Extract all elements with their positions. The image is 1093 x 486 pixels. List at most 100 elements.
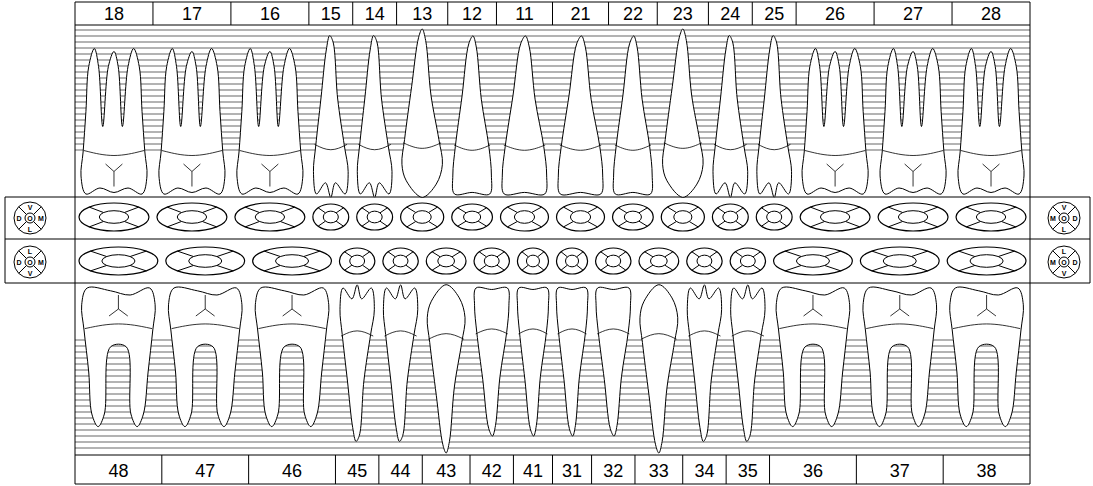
occlusal-outline xyxy=(947,247,1026,275)
surface-divider xyxy=(479,252,486,257)
orientation-divider xyxy=(1068,222,1076,230)
tooth-number: 44 xyxy=(391,462,411,480)
surface-divider xyxy=(345,252,352,257)
surface-divider xyxy=(689,221,698,226)
measure-line xyxy=(75,424,1030,425)
surface-divider xyxy=(762,221,769,226)
surface-divider xyxy=(785,265,801,270)
surface-divider xyxy=(336,208,343,213)
fissure-line xyxy=(192,164,200,172)
surface-letter: L xyxy=(28,226,32,233)
cervical-line xyxy=(883,151,943,156)
surface-divider xyxy=(618,221,626,226)
fissure-line xyxy=(835,164,843,172)
tooth-outline xyxy=(950,287,1024,427)
cervical-line xyxy=(758,144,790,149)
fissure-line xyxy=(905,164,913,172)
tooth-number: 37 xyxy=(890,462,910,480)
fissure-line xyxy=(184,164,192,172)
occlusal-outline xyxy=(596,248,631,274)
measure-line xyxy=(75,42,1030,43)
tooth-number: 27 xyxy=(903,5,923,23)
surface-letter: L xyxy=(1062,226,1066,233)
surface-letter: M xyxy=(38,259,44,266)
tooth-number: 18 xyxy=(104,5,124,23)
orientation-circle xyxy=(1048,202,1080,234)
surface-divider xyxy=(406,265,413,270)
occlusal-surface xyxy=(796,255,829,268)
surface-divider xyxy=(689,207,698,212)
fissure-line xyxy=(196,309,205,316)
surface-divider xyxy=(130,251,146,256)
surface-divider xyxy=(318,208,325,213)
fissure-line xyxy=(913,164,921,172)
cervical-line xyxy=(84,151,144,156)
fissure-line xyxy=(835,172,836,187)
orientation-divider xyxy=(1068,207,1076,215)
cervical-line xyxy=(85,324,152,329)
grid-line xyxy=(161,455,162,484)
surface-divider xyxy=(167,207,181,212)
cervical-line xyxy=(454,145,490,150)
surface-divider xyxy=(911,251,927,256)
surface-divider xyxy=(91,265,107,270)
surface-divider xyxy=(1001,221,1015,226)
surface-letter: D xyxy=(16,259,21,266)
tooth-number: 24 xyxy=(720,5,740,23)
occlusal-surface xyxy=(767,211,782,223)
tooth-outline xyxy=(168,287,242,427)
orientation-divider xyxy=(19,222,27,230)
surface-divider xyxy=(735,265,742,270)
fissure-line xyxy=(118,295,119,309)
tooth-number: 34 xyxy=(694,462,714,480)
surface-divider xyxy=(497,265,504,270)
surface-divider xyxy=(564,221,574,226)
surface-divider xyxy=(429,207,438,212)
orientation-divider xyxy=(1053,207,1061,215)
grid-line xyxy=(422,455,423,484)
grid-line xyxy=(796,2,797,25)
cervical-line xyxy=(428,334,463,340)
surface-divider xyxy=(718,221,725,226)
surface-divider xyxy=(845,207,859,212)
cervical-line xyxy=(732,331,764,336)
occlusal-outline xyxy=(79,247,158,275)
occlusal-outline xyxy=(557,203,605,231)
surface-divider xyxy=(538,265,544,270)
occlusal-surface xyxy=(651,255,668,267)
orientation-divider xyxy=(19,207,27,215)
occlusal-outline xyxy=(517,248,548,274)
lower-teeth xyxy=(82,285,1024,453)
occlusal-outline xyxy=(687,248,722,274)
tooth-number: 32 xyxy=(603,462,623,480)
surface-divider xyxy=(264,251,280,256)
tooth-number: 28 xyxy=(981,5,1001,23)
surface-divider xyxy=(167,221,181,226)
tooth-outline xyxy=(340,285,374,442)
occlusal-outline xyxy=(357,204,393,230)
surface-divider xyxy=(601,265,608,270)
occlusal-surface xyxy=(350,255,365,267)
surface-divider xyxy=(432,265,440,270)
grid-line xyxy=(5,197,1030,198)
measure-line xyxy=(75,448,1030,449)
surface-divider xyxy=(588,207,598,212)
surface-divider xyxy=(665,265,673,270)
tooth-outline xyxy=(556,287,588,436)
surface-divider xyxy=(753,252,760,257)
orientation-center xyxy=(1059,213,1069,223)
measure-line xyxy=(75,430,1030,431)
surface-divider xyxy=(429,221,438,226)
surface-divider xyxy=(619,265,626,270)
tooth-outline xyxy=(427,285,465,453)
orientation-divider xyxy=(19,266,27,274)
surface-letter: V xyxy=(1062,204,1067,211)
cervical-line xyxy=(953,324,1020,329)
tooth-outline xyxy=(640,285,678,453)
surface-divider xyxy=(825,251,841,256)
tooth-outline xyxy=(474,287,509,436)
surface-divider xyxy=(718,208,725,213)
surface-letter: V xyxy=(28,270,33,277)
occlusal-surface xyxy=(102,255,135,268)
occlusal-surface xyxy=(99,211,128,224)
